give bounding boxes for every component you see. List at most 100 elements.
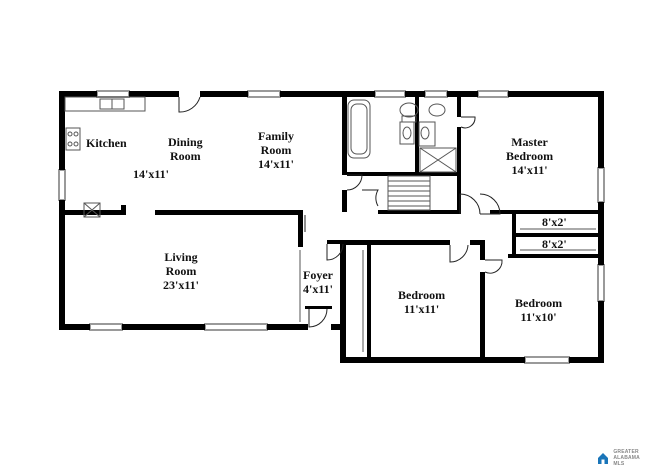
- wall-kitchen-living-2: [121, 205, 126, 215]
- wall-closet-bottom: [508, 254, 598, 258]
- window-bed2-bottom: [524, 356, 570, 364]
- wall-kitchen-living-3: [155, 210, 303, 215]
- door-bed2: [484, 259, 503, 274]
- door-master-2: [479, 193, 501, 215]
- wall-foyer-step: [331, 324, 340, 330]
- kitchen-counter: [64, 96, 146, 112]
- wall-bed-top-2: [470, 240, 480, 245]
- watermark-line-1: GREATER: [613, 449, 639, 455]
- wall-bath-bottom: [347, 172, 457, 176]
- fixtures: [64, 96, 596, 352]
- room-label-family: Family Room 14'x11': [258, 129, 294, 171]
- master-name-2: Bedroom: [506, 149, 554, 163]
- wall-stair-bottom: [378, 210, 460, 214]
- house-logo-icon: [598, 452, 609, 464]
- foyer-name: Foyer: [303, 268, 333, 282]
- vanity-2-icon: [418, 121, 436, 147]
- wall-master-left-2: [457, 127, 461, 214]
- wall-top-4: [280, 91, 375, 97]
- room-label-living: Living Room 23'x11': [163, 250, 199, 292]
- wall-left-1: [59, 91, 65, 170]
- wall-bed-divider-2: [480, 272, 485, 363]
- dining-name-1: Dining: [168, 135, 203, 149]
- living-name-2: Room: [165, 264, 197, 278]
- window-bath2-top: [424, 90, 448, 98]
- door-closet-hall: [362, 189, 379, 207]
- wall-top-5: [405, 91, 425, 97]
- wall-right-3: [598, 301, 604, 363]
- wall-right-1: [598, 91, 604, 168]
- wall-bottom-living-3: [267, 324, 308, 330]
- master-dims: 14'x11': [511, 163, 548, 177]
- room-label-closet-2: 8'x2': [542, 237, 567, 251]
- watermark-line-3: MLS: [613, 461, 625, 467]
- wall-top-2: [129, 91, 179, 97]
- doors: [178, 96, 503, 328]
- stairs-icon: [387, 175, 431, 211]
- wall-foyer-closet: [305, 306, 332, 309]
- window-kitchen-top: [96, 90, 130, 98]
- wall-master-left: [457, 97, 461, 117]
- wall-top-6: [447, 91, 478, 97]
- window-living-bottom-2: [204, 323, 268, 331]
- toilet-icon: [399, 102, 419, 118]
- wall-bath-left-2: [342, 190, 347, 212]
- dining-name-2: Room: [170, 149, 201, 163]
- foyer-dims: 4'x11': [303, 282, 334, 296]
- room-label-bedroom-1: Bedroom 11'x11': [398, 288, 445, 316]
- family-name-1: Family: [258, 129, 294, 143]
- window-master-top: [477, 90, 509, 98]
- window-living-bottom-1: [89, 323, 123, 331]
- door-kitchen: [178, 96, 201, 113]
- closet1-dims: 8'x2': [542, 215, 567, 229]
- room-label-kitchen-dining-dims: 14'x11': [133, 167, 169, 181]
- bed1-name: Bedroom: [398, 288, 446, 302]
- wall-living-foyer: [298, 210, 303, 247]
- watermark-text: GREATER ALABAMA MLS: [613, 449, 640, 467]
- wall-top-7: [508, 91, 604, 97]
- room-label-master: Master Bedroom 14'x11': [506, 135, 553, 177]
- wall-bed-divider: [480, 240, 485, 260]
- bed2-dims: 11'x10': [520, 310, 557, 324]
- window-kitchen-left: [58, 169, 66, 201]
- fridge-icon: [83, 202, 101, 218]
- door-bed1: [449, 244, 469, 263]
- wall-bath-mid: [415, 97, 419, 175]
- stove-icon: [65, 127, 81, 151]
- shower-icon: [419, 147, 457, 173]
- room-label-kitchen: Kitchen: [86, 136, 127, 150]
- wall-bed-top-1: [346, 240, 450, 245]
- door-front: [308, 308, 328, 328]
- door-master-entry: [459, 193, 481, 215]
- window-bath-top: [374, 90, 406, 98]
- living-name-1: Living: [164, 250, 198, 264]
- watermark-line-2: ALABAMA: [613, 455, 640, 461]
- room-label-dining: Dining Room: [168, 135, 203, 163]
- wall-master-bottom: [490, 210, 598, 214]
- walls: [59, 91, 604, 363]
- family-dims: 14'x11': [258, 157, 295, 171]
- wall-bottom-right-1: [340, 357, 525, 363]
- bathtub-icon: [347, 99, 371, 159]
- window-family-top: [247, 90, 281, 98]
- closet2-dims: 8'x2': [542, 237, 567, 251]
- wall-bottom-right-2: [569, 357, 604, 363]
- kitchen-name: Kitchen: [86, 136, 127, 150]
- room-label-foyer: Foyer 4'x11': [303, 268, 333, 296]
- room-label-closet-1: 8'x2': [542, 215, 567, 229]
- door-bath: [346, 174, 363, 191]
- door-foyer-closet: [326, 243, 344, 261]
- kd-dims: 14'x11': [133, 167, 170, 181]
- wall-top-3: [200, 91, 248, 97]
- family-name-2: Room: [260, 143, 292, 157]
- wall-closet-left: [512, 214, 516, 256]
- wall-right-2: [598, 202, 604, 265]
- vanity-icon: [399, 121, 415, 145]
- wall-bottom-living-1: [59, 324, 90, 330]
- wall-closet-mid: [515, 233, 598, 237]
- window-bed2-right: [597, 264, 605, 302]
- living-dims: 23'x11': [163, 278, 200, 292]
- window-master-right: [597, 167, 605, 203]
- wall-top-1: [59, 91, 97, 97]
